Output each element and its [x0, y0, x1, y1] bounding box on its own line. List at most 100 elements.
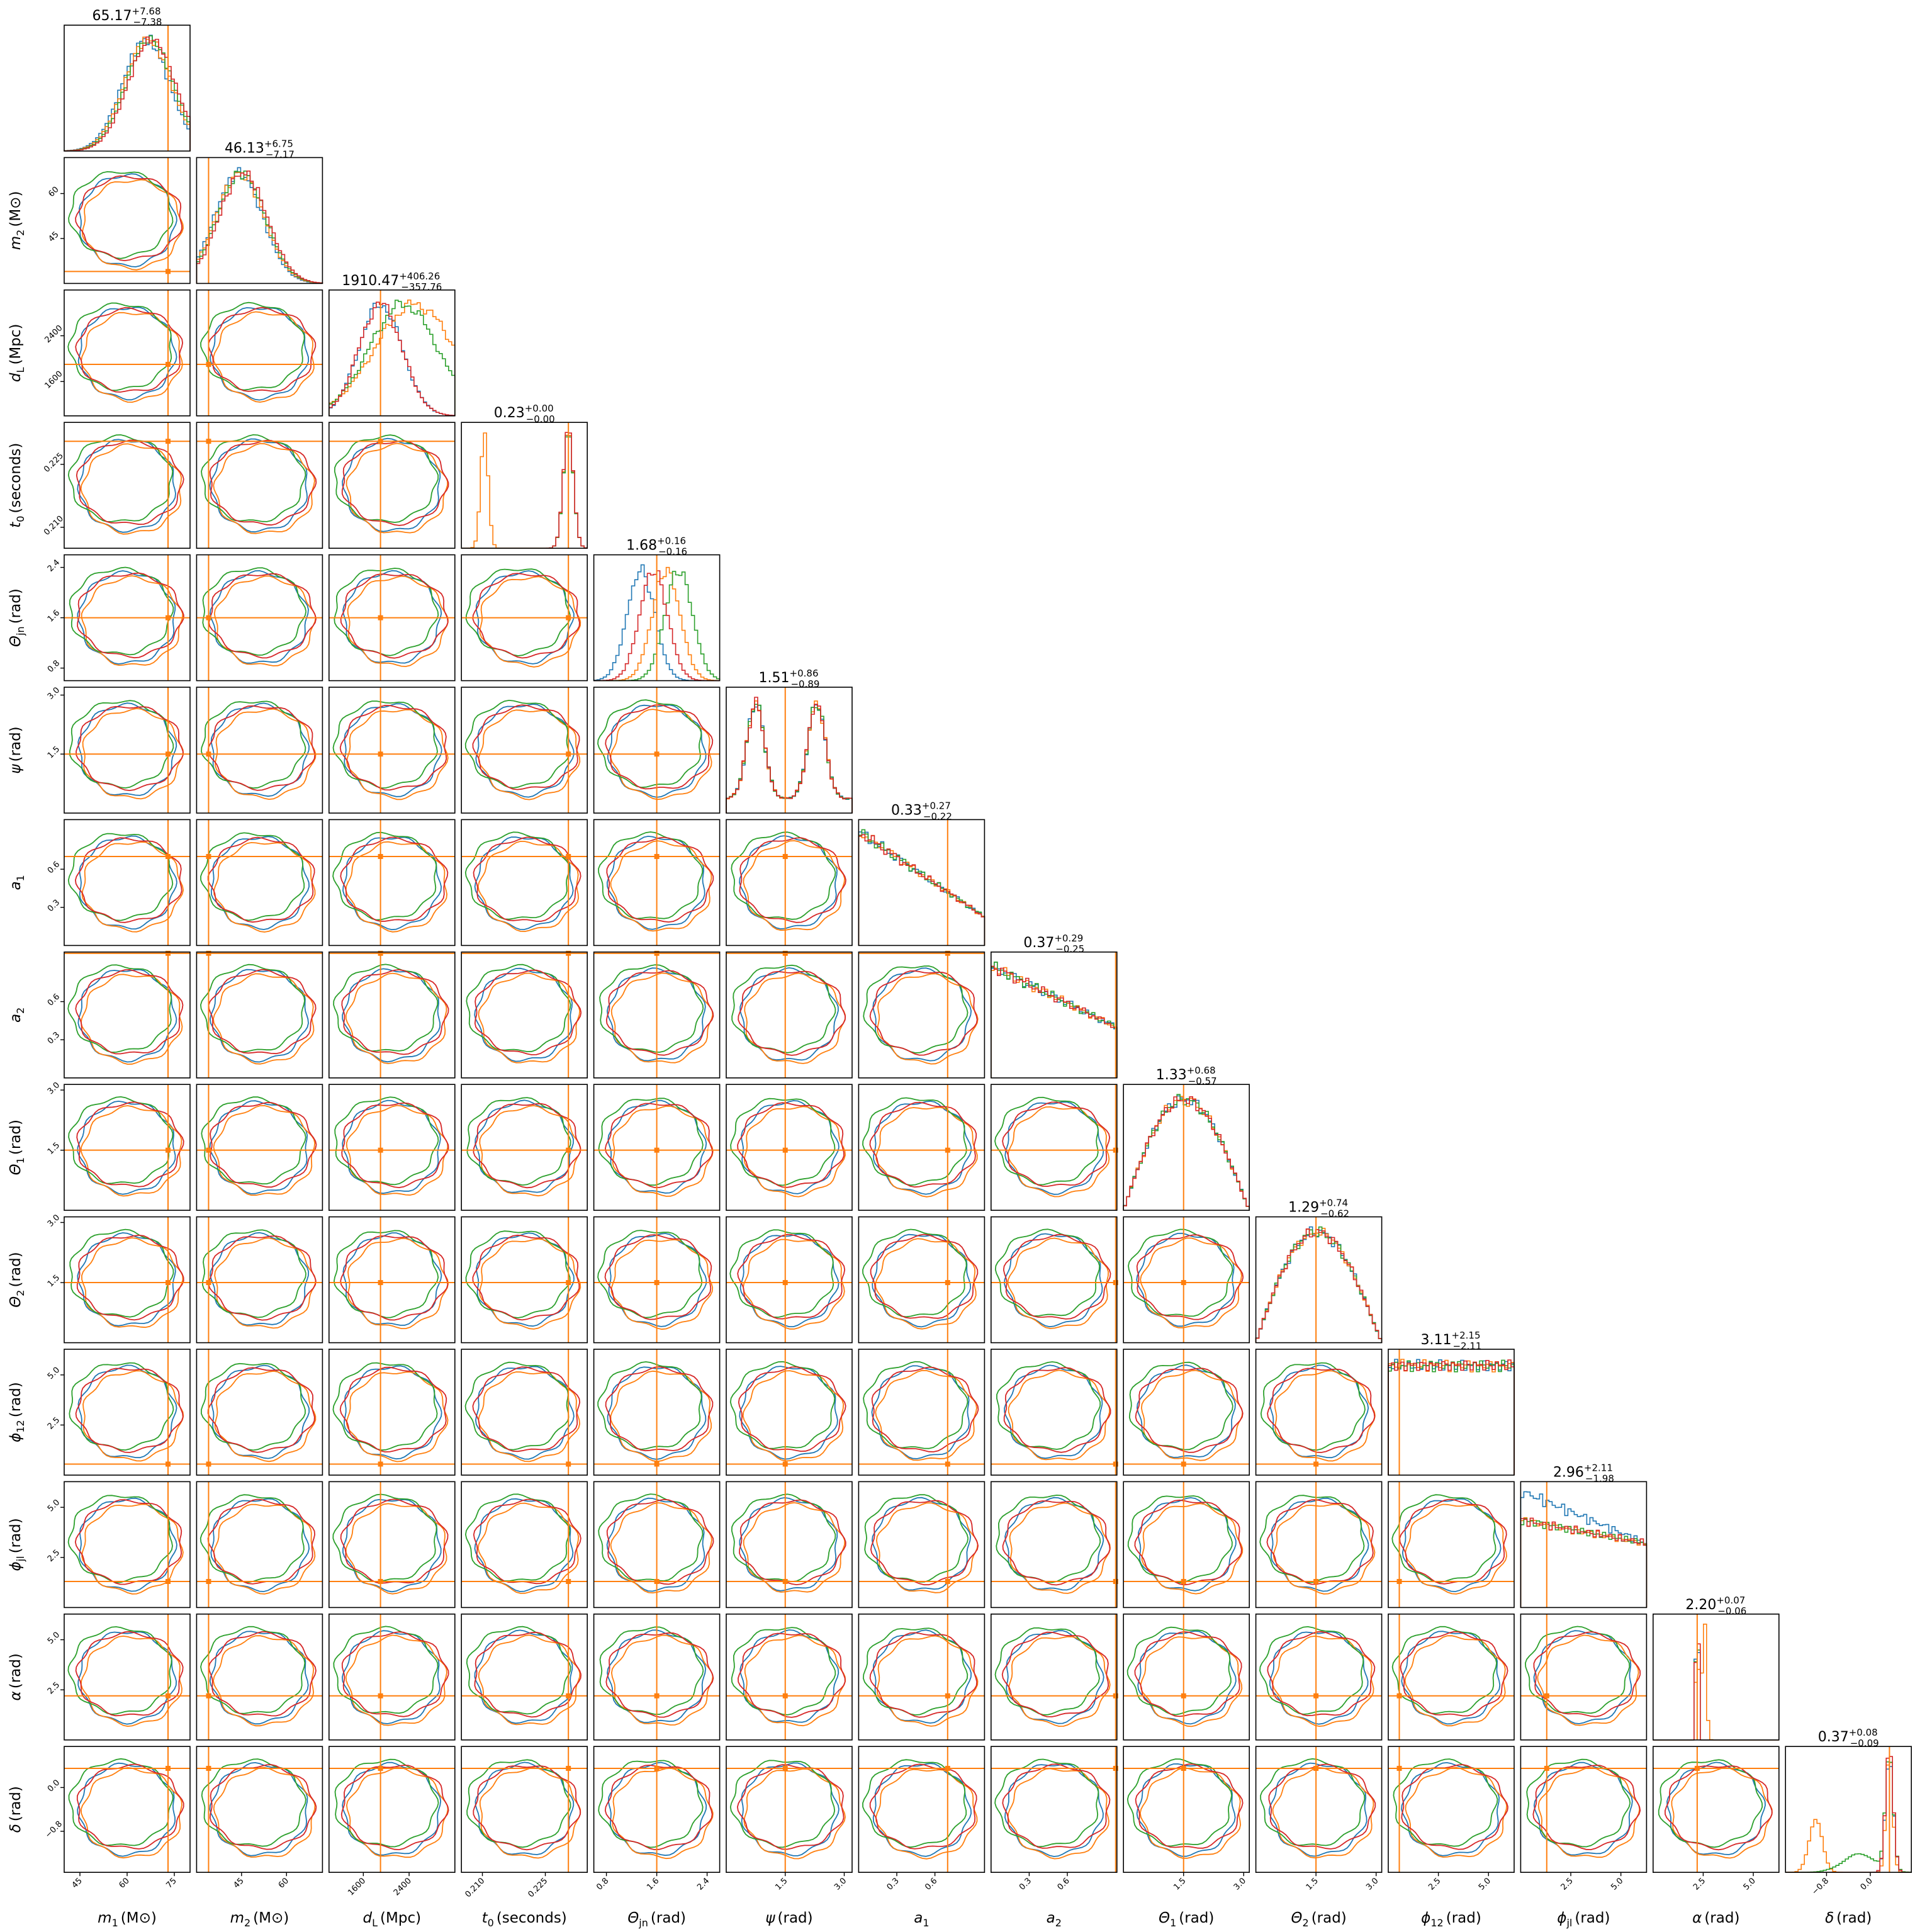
contour-series-2 — [333, 1626, 439, 1714]
contour-panel-a2-theta1 — [991, 1084, 1118, 1211]
truth-marker — [566, 1578, 571, 1584]
histogram-panel-alpha: 2.20+0.07−0.06 — [1653, 1595, 1780, 1741]
contour-series-2 — [69, 1362, 174, 1451]
contour-series-1 — [213, 442, 315, 534]
contour-series-1 — [1405, 1503, 1507, 1595]
contour-series-2 — [68, 171, 174, 259]
contour-series-3 — [606, 836, 714, 923]
contour-series-2 — [1391, 1626, 1498, 1714]
contour-series-2 — [599, 964, 704, 1053]
panel-frame — [726, 1481, 853, 1609]
y-tick-label: 0.225 — [42, 451, 65, 475]
x-tick-label: −0.8 — [1810, 1876, 1831, 1897]
contour-series-0 — [872, 1763, 972, 1857]
contour-series-2 — [67, 1495, 173, 1583]
truth-marker — [378, 1461, 383, 1467]
contour-panel-theta2-phijl — [1255, 1481, 1383, 1609]
y-tick-label: 1.5 — [46, 1141, 62, 1157]
contour-series-1 — [345, 1503, 447, 1595]
truth-marker — [206, 439, 211, 444]
contour-series-1 — [1405, 1766, 1508, 1858]
contour-series-3 — [1266, 1499, 1374, 1585]
x-tick-label: 5.0 — [1742, 1876, 1758, 1892]
y-axis-label-phijl: ϕjl(rad) — [8, 1518, 26, 1571]
x-tick-label: 75 — [165, 1876, 179, 1890]
contour-panel-psi-a1 — [726, 819, 853, 946]
contour-panel-m1-a1: 0.30.6 — [46, 819, 191, 946]
contour-series-1 — [345, 1104, 449, 1196]
contour-series-0 — [1006, 1630, 1104, 1724]
truth-marker — [945, 950, 950, 956]
panel-frame — [328, 819, 456, 946]
x-tick-label: 0.3 — [1018, 1876, 1033, 1892]
contour-series-0 — [739, 835, 838, 929]
contour-series-2 — [1128, 1228, 1233, 1317]
truth-marker — [1313, 1765, 1319, 1771]
contour-series-1 — [213, 973, 315, 1065]
contour-series-1 — [81, 1237, 184, 1328]
panel-frame — [1255, 1746, 1383, 1873]
contour-series-3 — [605, 704, 714, 790]
y-tick-label: 0.3 — [46, 1030, 62, 1046]
contour-panel-phi12-phijl — [1388, 1481, 1515, 1609]
truth-marker — [1113, 1578, 1118, 1584]
contour-series-1 — [213, 1503, 316, 1595]
contour-series-2 — [598, 1098, 704, 1186]
contour-series-0 — [210, 836, 310, 930]
contour-series-1 — [1141, 1503, 1244, 1595]
panel-frame — [593, 1216, 721, 1344]
truth-marker — [945, 1693, 950, 1699]
contour-series-2 — [1128, 1361, 1233, 1451]
y-tick-label: 5.0 — [46, 1630, 62, 1646]
contour-series-3 — [737, 1102, 845, 1188]
contour-series-0 — [79, 835, 177, 930]
truth-marker — [654, 853, 660, 859]
panel-frame — [328, 1746, 456, 1873]
truth-marker — [782, 1765, 788, 1771]
histogram-series-3 — [329, 301, 456, 416]
contour-series-0 — [608, 1233, 707, 1327]
truth-marker — [945, 1280, 950, 1286]
histogram-series-2 — [1520, 1518, 1648, 1608]
truth-marker — [166, 1147, 171, 1153]
contour-series-3 — [1135, 1368, 1244, 1453]
contour-series-0 — [739, 1233, 840, 1327]
contour-series-3 — [208, 306, 317, 392]
contour-series-3 — [74, 1499, 183, 1585]
contour-series-3 — [340, 836, 449, 922]
x-tick-label: 3.0 — [1364, 1876, 1380, 1892]
truth-marker — [654, 1765, 660, 1771]
x-tick-label: 2.5 — [1427, 1876, 1442, 1892]
x-tick-label: 0.0 — [1859, 1876, 1875, 1892]
truth-marker — [566, 751, 571, 757]
panel-frame — [593, 1614, 721, 1741]
truth-marker — [566, 950, 571, 956]
truth-marker — [1113, 1280, 1118, 1286]
histogram-series-0 — [64, 35, 191, 152]
contour-series-2 — [731, 1493, 836, 1583]
contour-series-1 — [345, 442, 448, 534]
contour-series-0 — [210, 1498, 310, 1592]
truth-marker — [945, 1461, 950, 1467]
contour-panel-m2-dL — [196, 289, 323, 417]
contour-panel-a1-phi12 — [858, 1349, 986, 1476]
contour-series-2 — [202, 567, 307, 656]
y-tick-label: 0.6 — [46, 992, 62, 1008]
panel-frame — [328, 952, 456, 1079]
truth-marker — [166, 1578, 171, 1584]
x-axis-label-t0: t0(seconds) — [482, 1910, 567, 1929]
contour-series-1 — [1537, 1766, 1641, 1858]
contour-series-3 — [1267, 1368, 1376, 1453]
panel-frame — [1388, 1481, 1515, 1609]
contour-series-3 — [474, 1631, 582, 1718]
contour-panel-m2-theta1 — [196, 1084, 323, 1211]
contour-series-0 — [209, 1100, 308, 1194]
contour-series-2 — [332, 700, 438, 789]
histogram-series-3 — [991, 965, 1118, 1078]
panel-frame — [64, 157, 191, 284]
contour-series-3 — [209, 1764, 317, 1850]
histogram-series-2 — [1653, 1649, 1779, 1741]
histogram-series-2 — [64, 35, 191, 152]
